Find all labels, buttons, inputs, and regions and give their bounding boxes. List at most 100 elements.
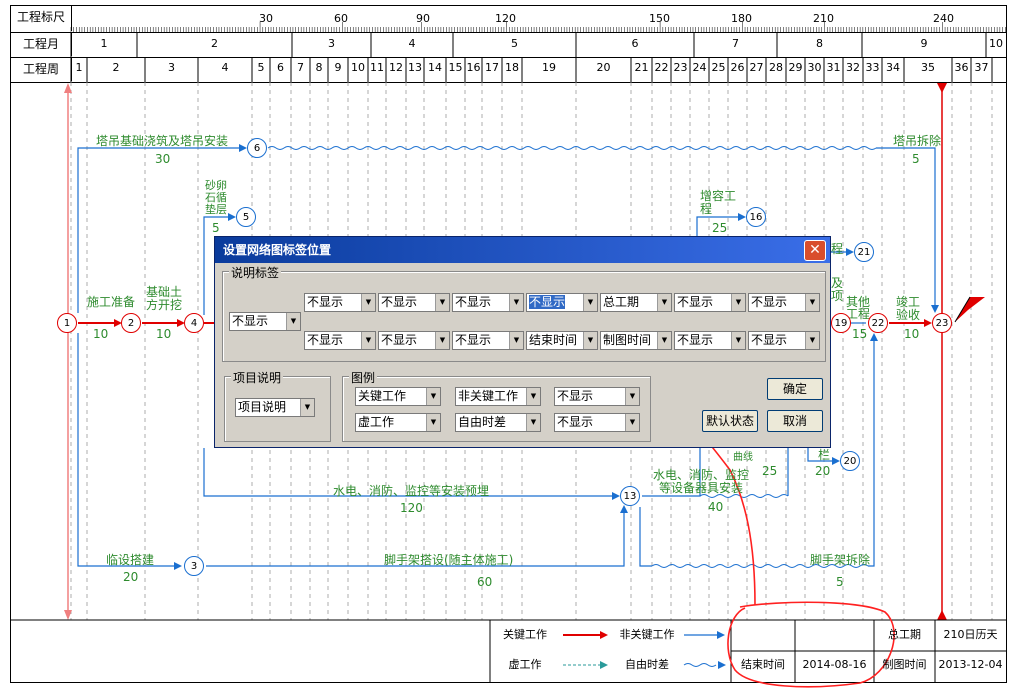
legend-select-3[interactable]: 不显示 ▼ xyxy=(554,387,640,406)
activity-duration: 25 xyxy=(762,464,778,478)
chevron-down-icon: ▼ xyxy=(583,332,597,349)
bottom-label-select-6[interactable]: 不显示▼ xyxy=(674,331,746,350)
left-label-select[interactable]: 不显示 ▼ xyxy=(229,312,301,331)
top-label-select-6[interactable]: 不显示▼ xyxy=(674,293,746,312)
node-13: 13 xyxy=(620,486,640,506)
chevron-down-icon: ▼ xyxy=(426,388,440,405)
bottom-label-select-7[interactable]: 不显示▼ xyxy=(748,331,820,350)
node-21: 21 xyxy=(854,242,874,262)
top-label-select-4[interactable]: 不显示▼ xyxy=(526,293,598,312)
activity-duration: 10 xyxy=(93,327,109,341)
week-cell: 7 xyxy=(297,61,304,74)
week-cell: 24 xyxy=(692,61,707,74)
activity-arrow xyxy=(203,216,234,315)
week-cell: 12 xyxy=(389,61,403,74)
legend-free-float: 自由时差 xyxy=(625,658,669,671)
bottom-label-select-4[interactable]: 结束时间▼ xyxy=(526,331,598,350)
select-value: 不显示 xyxy=(557,415,594,429)
legend-select-1[interactable]: 关键工作▼ xyxy=(355,387,441,406)
select-value: 自由时差 xyxy=(458,415,507,429)
select-value: 不显示 xyxy=(381,333,418,347)
close-icon[interactable]: ✕ xyxy=(804,240,826,261)
activity-arrow xyxy=(807,448,838,462)
top-label-select-5[interactable]: 总工期▼ xyxy=(600,293,672,312)
week-cell: 32 xyxy=(846,61,860,74)
end-date-label: 结束时间 xyxy=(741,658,785,671)
legend-select-6[interactable]: 不显示▼ xyxy=(554,413,640,432)
activity-name: 水电、消防、监控等安装预埋 xyxy=(333,484,490,498)
top-label-select-3[interactable]: 不显示▼ xyxy=(452,293,524,312)
node-6: 6 xyxy=(247,138,267,158)
schedule-frame xyxy=(10,5,1007,683)
week-cell: 6 xyxy=(277,61,284,74)
arrowhead xyxy=(870,333,878,341)
chevron-down-icon: ▼ xyxy=(805,332,819,349)
cancel-button[interactable]: 取消 xyxy=(767,410,823,432)
activity-name: 脚手架搭设(随主体施工) xyxy=(384,553,514,567)
select-value: 不显示 xyxy=(232,314,269,328)
chevron-down-icon: ▼ xyxy=(361,332,375,349)
draw-date-label: 制图时间 xyxy=(882,658,927,671)
month-cell: 7 xyxy=(732,37,739,50)
chevron-down-icon: ▼ xyxy=(526,414,540,431)
select-value: 不显示 xyxy=(529,295,566,309)
activity-duration: 20 xyxy=(815,464,831,478)
month-cell: 1 xyxy=(100,37,108,50)
select-value: 不显示 xyxy=(677,295,714,309)
node-16: 16 xyxy=(746,207,766,227)
select-value: 虚工作 xyxy=(358,415,395,429)
chevron-down-icon: ▼ xyxy=(657,294,671,311)
node-5: 5 xyxy=(236,207,256,227)
bottom-label-select-2[interactable]: 不显示▼ xyxy=(378,331,450,350)
legend-select-5[interactable]: 自由时差 ▼ xyxy=(455,413,541,432)
activity-duration: 5 xyxy=(212,221,220,235)
bottom-label-select-5[interactable]: 制图时间▼ xyxy=(600,331,672,350)
legend-select-4[interactable]: 虚工作▼ xyxy=(355,413,441,432)
bottom-label-select-3[interactable]: 不显示▼ xyxy=(452,331,524,350)
scale-tick: 60 xyxy=(334,12,348,25)
month-cell: 10 xyxy=(989,37,1003,50)
free-float-wave xyxy=(699,494,789,498)
select-value: 不显示 xyxy=(455,295,492,309)
chevron-down-icon: ▼ xyxy=(361,294,375,311)
top-label-select-1[interactable]: 不显示▼ xyxy=(304,293,376,312)
week-cell: 34 xyxy=(886,61,900,74)
week-cell: 8 xyxy=(315,61,323,74)
arrowhead xyxy=(612,492,620,500)
chevron-down-icon: ▼ xyxy=(286,313,300,330)
chevron-down-icon: ▼ xyxy=(625,388,639,405)
activity-name: 砂卵石循垫层 xyxy=(205,179,227,216)
ok-button[interactable]: 确定 xyxy=(767,378,823,400)
free-float-wave xyxy=(267,146,877,150)
legend-group: 图例 xyxy=(342,369,651,442)
week-cell: 36 xyxy=(954,61,969,74)
activity-name: 塔吊基础浇筑及塔吊安装 xyxy=(96,134,229,148)
bottom-label-select-1[interactable]: 不显示▼ xyxy=(304,331,376,350)
select-value: 制图时间 xyxy=(603,333,652,347)
activity-duration: 25 xyxy=(712,221,728,235)
dialog-title-bar[interactable]: 设置网络图标签位置 ✕ xyxy=(215,237,830,263)
default-button[interactable]: 默认状态 xyxy=(702,410,758,432)
month-cell: 3 xyxy=(328,37,335,50)
legend-select-2[interactable]: 非关键工作▼ xyxy=(455,387,541,406)
total-duration-label: 总工期 xyxy=(888,628,921,641)
legend-group-title: 图例 xyxy=(349,369,378,386)
arrowhead xyxy=(620,505,628,513)
arrowhead xyxy=(114,319,122,327)
end-arrow-top xyxy=(937,83,947,93)
free-float-wave xyxy=(651,564,869,568)
activity-duration: 15 xyxy=(852,327,868,341)
node-20: 20 xyxy=(840,451,860,471)
activity-duration: 10 xyxy=(156,327,172,341)
week-cell: 11 xyxy=(370,61,384,74)
project-select[interactable]: 项目说明▼ xyxy=(235,398,315,417)
top-label-select-2[interactable]: 不显示▼ xyxy=(378,293,450,312)
top-label-select-7[interactable]: 不显示▼ xyxy=(748,293,820,312)
week-cell: 9 xyxy=(334,61,342,74)
select-value: 不显示 xyxy=(557,389,594,403)
select-value: 不显示 xyxy=(751,295,788,309)
chevron-down-icon: ▼ xyxy=(435,294,449,311)
activity-duration: 5 xyxy=(836,575,844,589)
scale-row: 工程标尺 30 60 90 120 150 180 210 240 xyxy=(11,5,1006,33)
node-2: 2 xyxy=(121,313,141,333)
